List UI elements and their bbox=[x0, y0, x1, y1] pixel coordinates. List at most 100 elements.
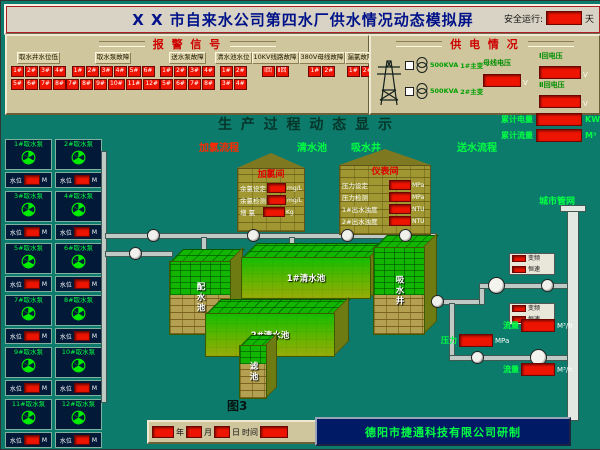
transformer-kva: 500KVA bbox=[430, 61, 459, 69]
safe-run-unit: 天 bbox=[584, 14, 594, 25]
house-name: 加氯间 bbox=[257, 170, 285, 180]
breaker-icon bbox=[405, 60, 414, 70]
alarm-lamp: 7# bbox=[66, 78, 79, 90]
tank-label: 滤池 bbox=[248, 361, 258, 383]
water-level-unit: M bbox=[91, 228, 98, 236]
divider bbox=[527, 40, 574, 47]
water-level-unit: M bbox=[91, 280, 98, 288]
figure-label: 图3 bbox=[227, 399, 248, 413]
day-display bbox=[214, 426, 230, 438]
alarm-lamp: 7# bbox=[39, 78, 52, 90]
water-level-display bbox=[23, 331, 40, 341]
meter-unit: NTU bbox=[412, 205, 425, 213]
alarm-lamp: 5# bbox=[11, 78, 24, 90]
alarm-lamp: 5# bbox=[160, 78, 174, 90]
water-level-unit: M bbox=[41, 228, 48, 236]
pipe bbox=[449, 303, 455, 359]
meter-unit: mg/L bbox=[286, 196, 302, 204]
water-level-display bbox=[73, 175, 90, 185]
alarm-lamp: 8# bbox=[53, 78, 66, 90]
water-level-display bbox=[73, 227, 90, 237]
meter-display bbox=[389, 204, 411, 214]
pump-icon bbox=[21, 306, 36, 321]
line-voltage-label: Ⅰ回电压 bbox=[539, 52, 563, 60]
water-level-label: 水位 bbox=[9, 385, 22, 393]
date-bar: 年 月 日 时间 bbox=[147, 420, 323, 444]
valve-icon bbox=[399, 229, 412, 242]
water-level-display bbox=[73, 279, 90, 289]
meter-label: 压力检测 bbox=[342, 194, 368, 202]
alarm-lamp: 6# bbox=[25, 78, 38, 90]
delivery-pump-status-1: 变频 恒速 bbox=[509, 253, 555, 275]
tank-label: 1#清水池 bbox=[286, 274, 326, 284]
total-energy: 累计电量 KWh bbox=[501, 113, 600, 126]
pump-name: 11#取水泵 bbox=[11, 400, 46, 408]
meter-unit: NTU bbox=[412, 217, 425, 225]
pump-name: 4#取水泵 bbox=[63, 192, 94, 200]
company-name: 德阳市捷通科技有限公司研制 bbox=[365, 425, 521, 439]
meter-display bbox=[267, 183, 286, 193]
alarm-lamp: 11# bbox=[125, 78, 143, 90]
alarm-lamp: 2# bbox=[322, 65, 336, 77]
alarm-lamp: Ⅰ回 bbox=[261, 65, 275, 77]
power-panel-title-text: 供 电 情 况 bbox=[450, 37, 520, 51]
water-level-label: 水位 bbox=[59, 385, 72, 393]
pump-name: 6#取水泵 bbox=[63, 244, 94, 252]
line-voltage-display bbox=[539, 66, 581, 79]
pipe bbox=[101, 151, 107, 403]
flow-label-delivery: 送水流程 bbox=[457, 143, 497, 154]
bus-voltage-unit: V bbox=[523, 79, 528, 87]
valve-icon bbox=[471, 351, 484, 364]
alarm-group-label: 送水泵故障 bbox=[169, 52, 206, 64]
meter-label: 余氯检测 bbox=[240, 197, 266, 205]
alarm-lamp: 1# bbox=[308, 65, 322, 77]
valve-icon bbox=[147, 229, 160, 242]
line-voltage-label: Ⅱ回电压 bbox=[539, 81, 565, 89]
alarm-lamp: 7# bbox=[188, 78, 202, 90]
alarm-panel-title-text: 报 警 信 号 bbox=[152, 37, 223, 51]
city-network-pipe bbox=[567, 209, 579, 421]
valve-icon bbox=[541, 279, 554, 292]
meter-display bbox=[389, 192, 411, 202]
pump-icon bbox=[71, 306, 86, 321]
water-level-display bbox=[23, 279, 40, 289]
water-level-unit: M bbox=[41, 384, 48, 392]
meter-unit: Kg bbox=[286, 208, 294, 216]
total-energy-unit: KWh bbox=[585, 115, 600, 124]
transformer-name: 2#主变 bbox=[460, 88, 484, 96]
water-level-display bbox=[23, 435, 40, 445]
tank-front: 滤池 bbox=[239, 345, 267, 399]
alarm-lamp: 1# bbox=[219, 65, 233, 77]
alarm-lamp: 2# bbox=[174, 65, 188, 77]
total-energy-display bbox=[536, 113, 582, 126]
pump-icon bbox=[21, 254, 36, 269]
alarm-lamp: 4# bbox=[53, 65, 66, 77]
line-voltage-unit: V bbox=[583, 100, 588, 108]
pump-icon bbox=[21, 202, 36, 217]
water-level-display bbox=[73, 435, 90, 445]
company-bar: 德阳市捷通科技有限公司研制 bbox=[315, 417, 571, 446]
power-panel-title: 供 电 情 况 bbox=[371, 36, 599, 51]
alarm-lamp: 9# bbox=[94, 78, 107, 90]
alarm-lamp: 1# bbox=[346, 65, 360, 77]
city-network-label: 城市管网 bbox=[539, 197, 576, 207]
pump-name: 8#取水泵 bbox=[63, 296, 94, 304]
alarm-lamp: 3# bbox=[99, 65, 113, 77]
valve-icon bbox=[129, 247, 142, 260]
flow-display bbox=[521, 319, 555, 332]
